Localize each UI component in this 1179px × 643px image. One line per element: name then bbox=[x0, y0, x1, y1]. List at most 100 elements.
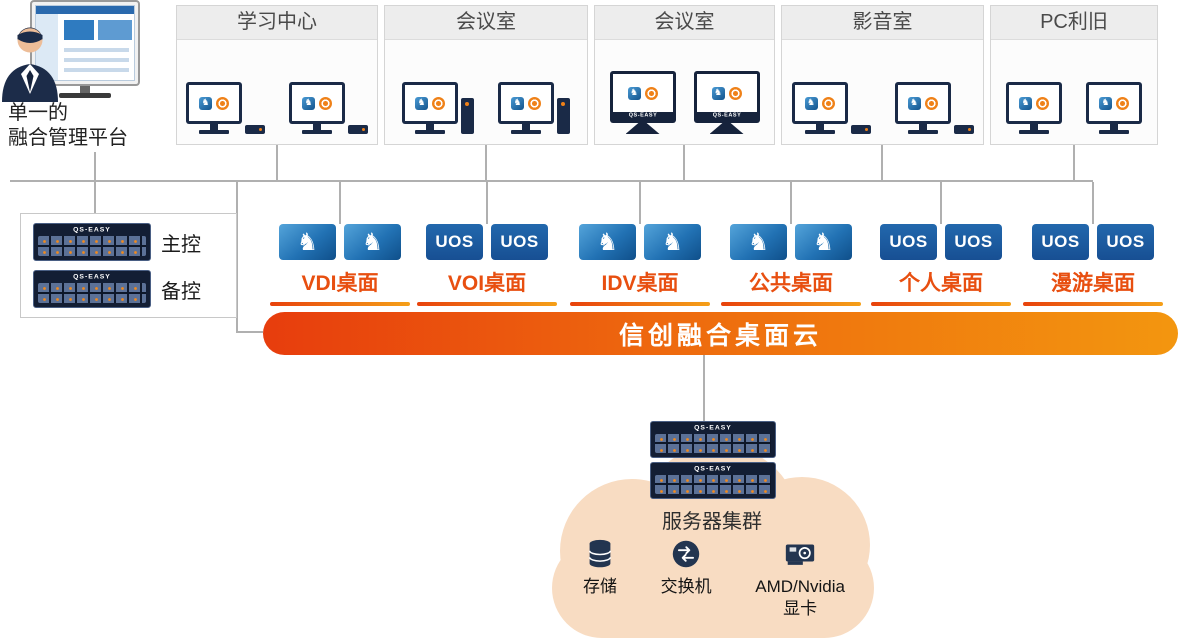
banner-title: 信创融合桌面云 bbox=[618, 321, 822, 350]
monitor-base bbox=[907, 130, 938, 134]
connector-line bbox=[683, 145, 685, 181]
monitor-stand bbox=[313, 124, 321, 130]
connector-line bbox=[339, 182, 341, 224]
control-node-box: QS-EASY 主控 QS-EASY 备控 bbox=[20, 213, 237, 318]
workstation: ♞ bbox=[894, 82, 974, 134]
kylin-os-icon: ♞ bbox=[644, 224, 701, 260]
gpu-icon bbox=[785, 544, 815, 565]
uos-logo-icon bbox=[1116, 96, 1129, 110]
monitor-base bbox=[1099, 130, 1129, 134]
gpu-label: AMD/Nvidia 显卡 bbox=[755, 576, 845, 620]
accent-underline bbox=[721, 302, 861, 306]
accent-underline bbox=[1023, 302, 1163, 306]
accent-underline bbox=[270, 302, 410, 306]
monitor-stand bbox=[210, 124, 218, 130]
monitor: ♞ bbox=[1006, 82, 1062, 134]
connector-line bbox=[639, 182, 641, 224]
monitor: ♞ bbox=[498, 82, 554, 134]
server-slots bbox=[655, 434, 771, 453]
uos-os-icon: UOS bbox=[491, 224, 548, 260]
kylin-os-icon: ♞ bbox=[795, 224, 852, 260]
server-unit: QS-EASY bbox=[650, 421, 776, 458]
room-content: ♞ QS-EASY ♞ QS-EASY bbox=[595, 40, 774, 144]
kylin-logo-icon: ♞ bbox=[302, 96, 315, 110]
backup-control-label: 备控 bbox=[161, 280, 201, 303]
room-title: PC利旧 bbox=[991, 6, 1157, 40]
room-content: ♞ ♞ bbox=[782, 40, 983, 144]
server-unit: QS-EASY bbox=[33, 270, 151, 308]
switch-icon bbox=[672, 540, 700, 568]
uos-os-icon: UOS bbox=[426, 224, 483, 260]
kylin-os-icon: ♞ bbox=[279, 224, 336, 260]
monitor: ♞ bbox=[1086, 82, 1142, 134]
server-unit: QS-EASY bbox=[33, 223, 151, 261]
kylin-os-icon: ♞ bbox=[344, 224, 401, 260]
uos-logo-icon bbox=[728, 86, 742, 100]
monitor: ♞ bbox=[894, 82, 951, 134]
storage-label: 存储 bbox=[583, 577, 617, 596]
desktop-label: VDI桌面 bbox=[301, 272, 379, 295]
accent-underline bbox=[570, 302, 710, 306]
desktop-label: 公共桌面 bbox=[749, 272, 833, 295]
kylin-logo-icon: ♞ bbox=[415, 96, 428, 110]
connector-line bbox=[486, 182, 488, 224]
connector-line bbox=[485, 145, 487, 181]
server-brand: QS-EASY bbox=[694, 423, 732, 432]
desktop-group-vdi: ♞ ♞ VDI桌面 bbox=[265, 224, 415, 306]
thin-client-icon bbox=[850, 125, 871, 134]
uos-logo-icon bbox=[528, 96, 541, 110]
monitor-base bbox=[302, 130, 332, 134]
room-title: 影音室 bbox=[782, 6, 983, 40]
desktop-group-personal: UOS UOS 个人桌面 bbox=[866, 224, 1016, 306]
server-slots bbox=[38, 236, 146, 256]
workstation: ♞ bbox=[1006, 82, 1062, 134]
uos-logo-icon bbox=[821, 96, 835, 110]
aio-terminal: ♞ QS-EASY bbox=[609, 71, 676, 134]
server-cluster: QS-EASY QS-EASY bbox=[650, 421, 776, 499]
server-cluster-label: 服务器集群 bbox=[662, 511, 762, 533]
desktop-group-idv: ♞ ♞ IDV桌面 bbox=[565, 224, 715, 306]
cluster-components: 存储 交换机 AMD/Nvidia 显卡 bbox=[583, 537, 845, 620]
connector-line bbox=[94, 152, 96, 180]
monitor-base bbox=[1019, 130, 1049, 134]
room-box-pc-reuse: PC利旧 ♞ ♞ bbox=[990, 5, 1158, 145]
desktop-group-public: ♞ ♞ 公共桌面 bbox=[716, 224, 866, 306]
desktop-group-roaming: UOS UOS 漫游桌面 bbox=[1018, 224, 1168, 306]
storage-icon bbox=[588, 539, 612, 568]
uos-os-icon: UOS bbox=[880, 224, 937, 260]
connector-line bbox=[790, 182, 792, 224]
primary-control-label: 主控 bbox=[161, 233, 201, 256]
desktop-label: IDV桌面 bbox=[601, 272, 679, 295]
connector-line bbox=[1073, 145, 1075, 181]
uos-logo-icon bbox=[644, 86, 658, 100]
uos-logo-icon bbox=[924, 96, 938, 110]
monitor-stand bbox=[918, 124, 927, 130]
desktop-group-voi: UOS UOS VOI桌面 bbox=[412, 224, 562, 306]
monitor-base bbox=[59, 93, 111, 98]
room-box-learning-center: 学习中心 ♞ ♞ bbox=[176, 5, 378, 145]
admin-label-line1: 单一的 bbox=[8, 102, 68, 124]
main-bus-line bbox=[10, 180, 1093, 182]
gpu-component: AMD/Nvidia 显卡 bbox=[755, 537, 845, 620]
uos-logo-icon bbox=[216, 96, 229, 110]
monitor: ♞ bbox=[791, 82, 848, 134]
device-brand: QS-EASY bbox=[628, 112, 657, 119]
kylin-logo-icon: ♞ bbox=[711, 86, 725, 100]
thin-client-icon bbox=[953, 125, 974, 134]
uos-os-icon: UOS bbox=[1032, 224, 1089, 260]
monitor-stand bbox=[1030, 124, 1038, 130]
monitor-stand bbox=[426, 124, 434, 130]
uos-os-icon: UOS bbox=[945, 224, 1002, 260]
workstation: ♞ bbox=[1086, 82, 1142, 134]
uos-logo-icon bbox=[319, 96, 332, 110]
primary-control-row: QS-EASY 主控 bbox=[33, 223, 236, 261]
monitor-stand bbox=[709, 123, 744, 134]
pc-tower-icon bbox=[557, 98, 570, 134]
banner-to-cluster-line bbox=[703, 355, 705, 423]
room-box-av-room: 影音室 ♞ ♞ bbox=[781, 5, 984, 145]
server-slots bbox=[655, 475, 771, 494]
connector-line bbox=[1092, 182, 1094, 224]
monitor: ♞ bbox=[289, 82, 345, 134]
uos-logo-icon bbox=[1036, 96, 1049, 110]
workstation: ♞ bbox=[402, 82, 474, 134]
